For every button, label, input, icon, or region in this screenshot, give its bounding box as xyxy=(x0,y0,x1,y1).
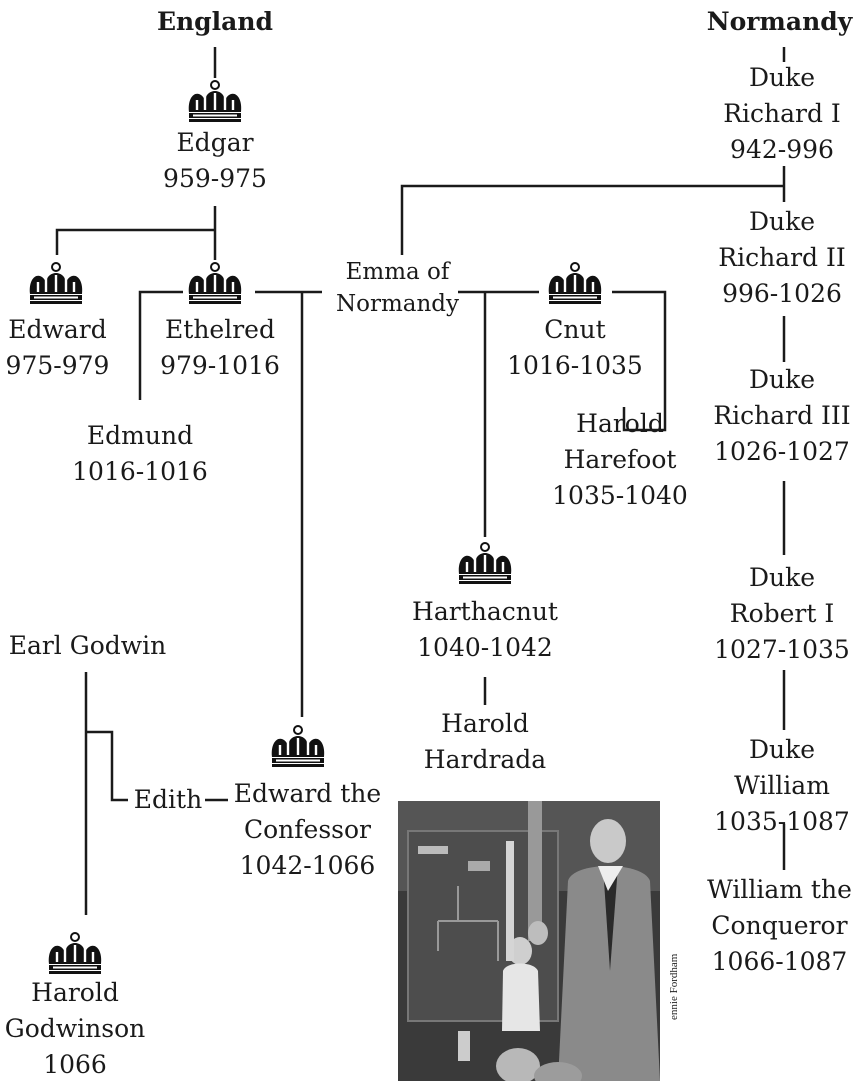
person-edith: Edith xyxy=(133,785,203,814)
normandy-header: Normandy xyxy=(706,7,853,36)
crown-icon xyxy=(547,262,603,306)
crown-icon xyxy=(457,542,513,586)
classroom-photo xyxy=(398,801,660,1081)
crown-icon xyxy=(187,262,243,306)
england-header: England xyxy=(156,7,274,36)
crown-icon xyxy=(187,80,243,124)
crown-icon xyxy=(47,932,103,976)
person-earl-godwin: Earl Godwin xyxy=(8,631,167,660)
photo-credit: ennie Fordham xyxy=(668,953,680,1020)
crown-icon xyxy=(28,262,84,306)
crown-icon xyxy=(270,725,326,769)
